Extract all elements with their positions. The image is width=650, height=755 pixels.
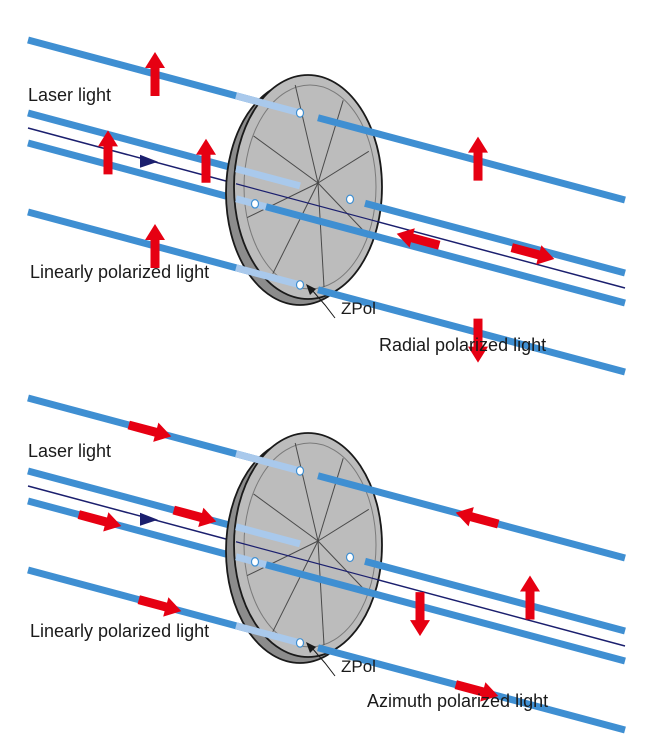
zpol-segment-line (272, 540, 319, 632)
zpol-segment-line (253, 135, 319, 184)
azimuth-polarized-light-label: Azimuth polarized light (367, 691, 549, 711)
output-beam-2 (364, 199, 626, 277)
beam-in-zpol-1 (235, 450, 301, 475)
red-polarization-arrow-icon (520, 575, 540, 620)
zpol-leader-arrow-icon (306, 642, 316, 653)
red-polarization-arrow-icon (77, 510, 122, 532)
zpol-segment-line (317, 540, 366, 592)
zpol-segment-line (317, 182, 325, 287)
beam-in-zpol-4 (235, 622, 301, 647)
beam-spot-icon (345, 194, 355, 205)
beam-spot-icon (250, 199, 260, 209)
red-polarization-arrow-icon (145, 224, 165, 268)
output-beam-1 (317, 114, 626, 204)
zpol-segment-line (294, 442, 319, 542)
zpol-segment-line (253, 493, 319, 542)
navy-propagation-arrow-icon (140, 154, 158, 168)
red-polarization-arrow-icon (145, 52, 165, 96)
beam-in-zpol-2 (235, 523, 301, 548)
zpol-leader-line (311, 289, 336, 319)
zpol-segment-line (317, 100, 344, 184)
zpol-segment-line (317, 458, 344, 542)
red-polarization-arrow-icon (127, 420, 172, 442)
red-polarization-arrow-icon (396, 228, 441, 250)
zpol-segment-line (294, 84, 319, 184)
output-beam-3 (265, 203, 626, 307)
panel-1 (27, 36, 626, 376)
beam-spot-icon (345, 552, 355, 563)
red-polarization-arrow-icon (410, 592, 430, 637)
laser-light-label: Laser light (28, 85, 112, 105)
red-polarization-arrow-icon (455, 507, 500, 529)
red-polarization-arrow-icon (510, 243, 555, 265)
zpol-leader-line (311, 647, 336, 677)
red-polarization-arrow-icon (172, 505, 217, 527)
zpol-disk (233, 432, 383, 658)
zpol-segment-line (246, 182, 319, 219)
zpol-label: ZPol (341, 299, 376, 318)
linearly-polarized-light-label: Linearly polarized light (30, 621, 210, 641)
red-polarization-arrow-icon (98, 130, 118, 175)
linearly-polarized-light-label: Linearly polarized light (30, 262, 210, 282)
zpol-label: ZPol (341, 657, 376, 676)
beam-spot-icon (295, 280, 305, 290)
output-beam-4 (317, 286, 626, 376)
laser-light-label: Laser light (28, 441, 112, 461)
output-beam-2 (364, 557, 626, 635)
red-polarization-arrow-icon (196, 138, 216, 183)
beam-spot-icon (295, 108, 305, 118)
zpol-disk (233, 74, 383, 300)
zpol-segment-line (272, 182, 319, 274)
zpol-segment-line (317, 508, 370, 542)
beam-spot-icon (250, 557, 260, 567)
zpol-segment-line (246, 540, 319, 577)
zpol-segment-line (317, 150, 370, 184)
radial-polarized-light-label: Radial polarized light (379, 335, 547, 355)
beam-in-zpol-2 (235, 165, 301, 190)
red-polarization-arrow-icon (454, 680, 499, 702)
navy-propagation-arrow-icon (140, 512, 158, 526)
zpol-leader-arrow-icon (306, 284, 316, 295)
zpol-segment-line (317, 182, 366, 234)
panel-2 (27, 394, 626, 734)
beam-in-zpol-4 (235, 264, 301, 289)
beam-spot-icon (295, 466, 305, 476)
beam-spot-icon (295, 638, 305, 648)
optical-axis-through-zpol (235, 541, 381, 581)
red-polarization-arrow-icon (137, 595, 182, 617)
optical-axis-through-zpol (235, 183, 381, 223)
red-polarization-arrow-icon (468, 318, 488, 363)
output-beam-3 (265, 561, 626, 665)
zpol-segment-line (317, 540, 325, 645)
red-polarization-arrow-icon (468, 136, 488, 181)
beam-in-zpol-1 (235, 92, 301, 117)
